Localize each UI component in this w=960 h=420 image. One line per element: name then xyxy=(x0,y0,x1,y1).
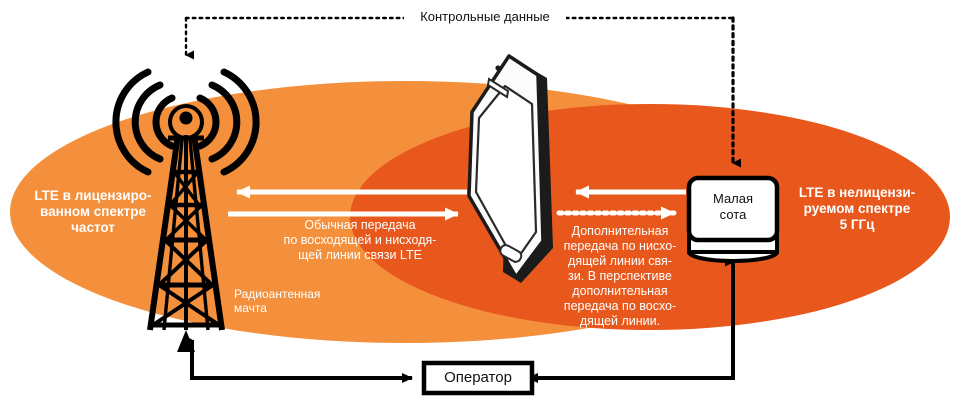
unlicensed-spectrum-label-line2: руемом спектре xyxy=(803,200,911,216)
radio-mast-label-line2: мачта xyxy=(234,301,267,316)
smallcell-transfer-line7: дящей линии. xyxy=(579,314,661,328)
unlicensed-spectrum-label-line3: 5 ГГц xyxy=(839,216,875,232)
unlicensed-spectrum-label-line1: LTE в нелицензи- xyxy=(798,185,916,200)
small-cell-label-line2: сота xyxy=(719,207,747,223)
phone-earpiece xyxy=(486,77,510,99)
phone-home-button xyxy=(499,244,523,263)
smallcell-transfer-line5: дополнительная xyxy=(572,284,668,298)
smallcell-transfer-label: Дополнительная передача по нисхо- дящей … xyxy=(556,224,684,329)
phone-camera-dot xyxy=(495,65,501,71)
lte-normal-transfer-label: Обычная передача по восходящей и нисходя… xyxy=(253,218,467,263)
licensed-spectrum-label-line3: частот xyxy=(71,219,115,235)
smallcell-transfer-line2: передача по нисхо- xyxy=(563,239,677,253)
small-cell-body xyxy=(686,175,780,243)
licensed-spectrum-label: LTE в лицензиро- ванном спектре частот xyxy=(22,188,164,236)
licensed-spectrum-label-line1: LTE в лицензиро- xyxy=(34,188,152,203)
operator-box[interactable] xyxy=(421,360,535,396)
control-data-label: Контрольные данные xyxy=(404,9,566,24)
lte-normal-transfer-line2: по восходящей и нисходя- xyxy=(283,233,437,247)
smallcell-transfer-line1: Дополнительная xyxy=(571,224,669,238)
mast-base-foot xyxy=(177,330,195,352)
licensed-spectrum-label-line2: ванном спектре xyxy=(39,203,147,219)
radio-mast-label: Радиоантенная мачта xyxy=(234,287,364,316)
smallcell-transfer-line6: передача по восхо- xyxy=(563,299,677,313)
small-cell-label-line1: Малая xyxy=(712,191,754,206)
unlicensed-spectrum-label: LTE в нелицензи- руемом спектре 5 ГГц xyxy=(782,185,932,233)
lte-normal-transfer-line3: щей линии связи LTE xyxy=(298,248,422,262)
smallcell-transfer-line4: зи. В перспективе xyxy=(568,269,672,283)
lattice-tower-icon xyxy=(147,134,225,331)
smallcell-transfer-line3: дящей линии свя- xyxy=(568,254,672,268)
operator-label: Оператор xyxy=(444,369,512,386)
lte-normal-transfer-line1: Обычная передача xyxy=(304,218,416,232)
radio-mast-label-line1: Радиоантенная xyxy=(234,287,321,301)
antenna-waves-icon xyxy=(112,68,260,176)
small-cell-label: Малая сота xyxy=(689,191,777,224)
antenna-hub-dot xyxy=(179,111,193,125)
